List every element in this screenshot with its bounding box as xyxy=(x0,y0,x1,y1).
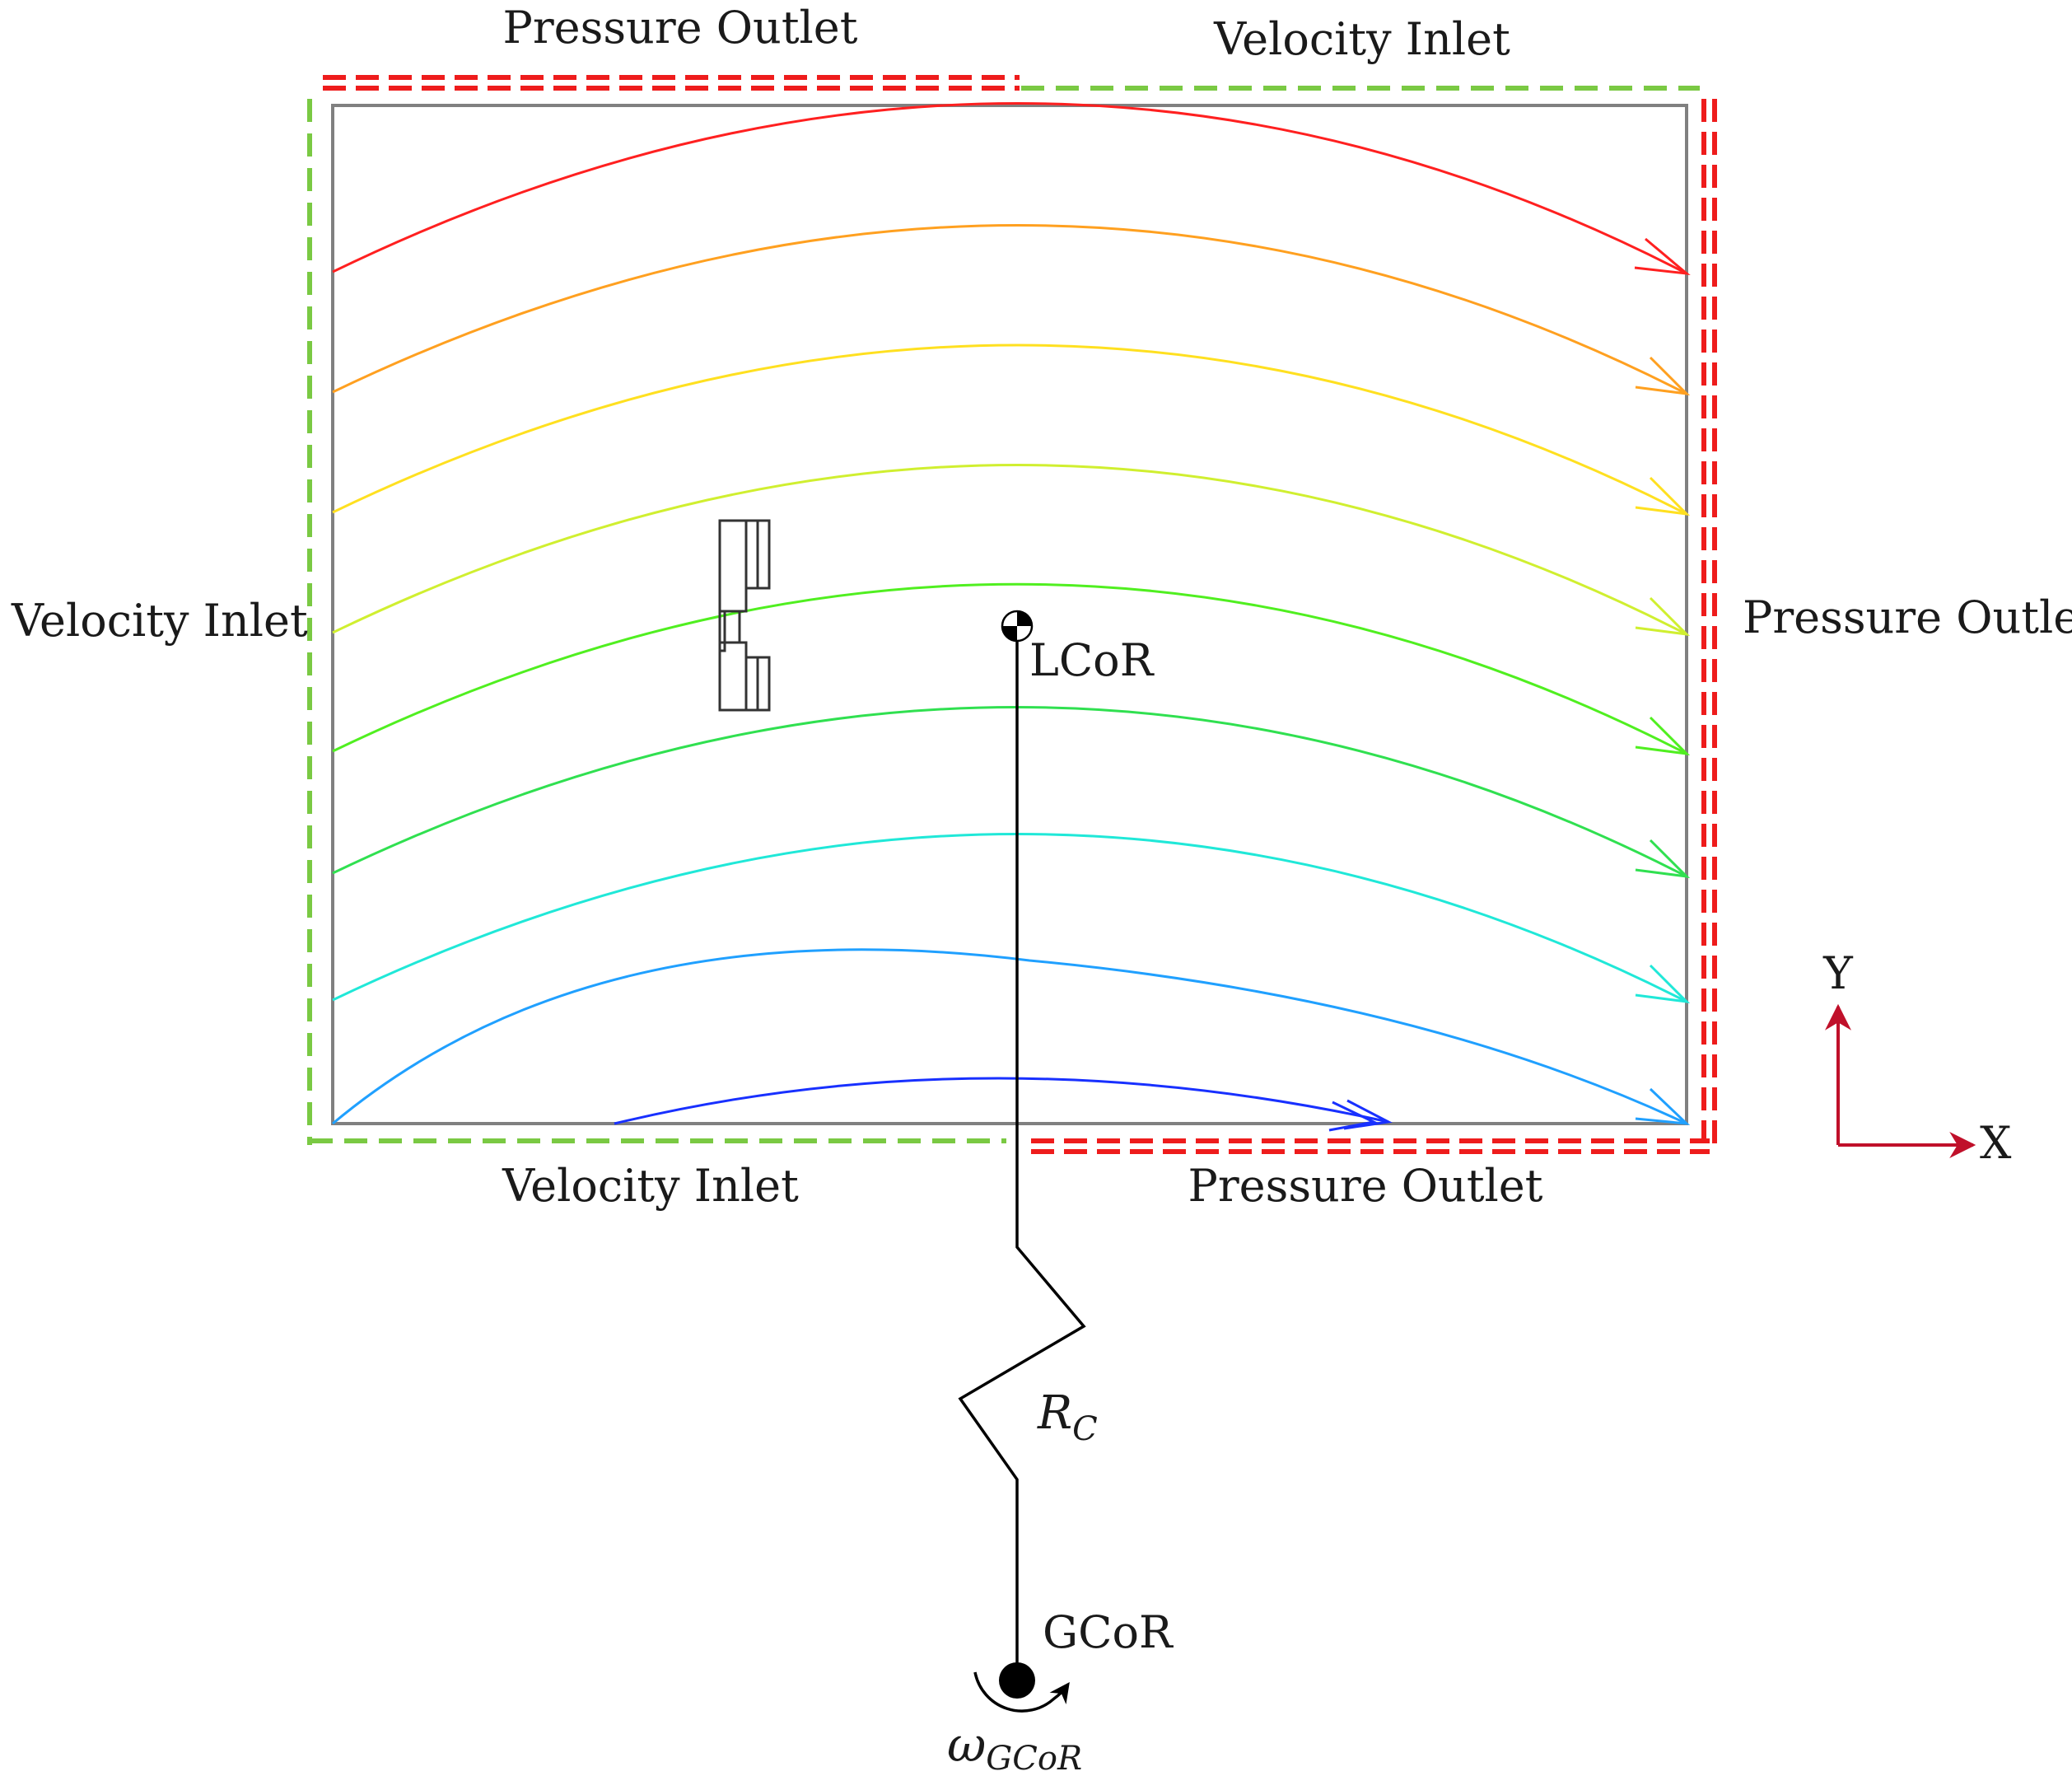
omega-rotation-arrow xyxy=(973,1671,1070,1713)
streamline-arrowheads xyxy=(1328,237,1691,1132)
lcor-marker xyxy=(1001,610,1034,643)
boundary-label-bottom-left: Velocity Inlet xyxy=(502,1160,799,1212)
gcor-marker xyxy=(999,1662,1035,1699)
omega-label: ωGCoR xyxy=(947,1717,1082,1776)
arrowhead-5 xyxy=(1635,716,1691,756)
streamline-6 xyxy=(332,706,1687,878)
streamline-3 xyxy=(332,344,1687,516)
spring-rod xyxy=(958,626,1086,1677)
streamline-7 xyxy=(332,833,1687,1003)
boundary-label-right: Pressure Outlet xyxy=(1743,591,2072,643)
x-axis-label: X xyxy=(1980,1117,2012,1169)
object-outline xyxy=(718,519,771,712)
arrowhead-3 xyxy=(1635,476,1691,516)
arrowhead-1 xyxy=(1634,237,1691,276)
rc-sub: C xyxy=(1072,1410,1098,1448)
streamline-2 xyxy=(332,224,1687,395)
arrowhead-7 xyxy=(1635,964,1691,1004)
boundary-label-top-left: Pressure Outlet xyxy=(503,2,858,54)
streamline-8 xyxy=(332,948,1687,1125)
omega-main: ω xyxy=(947,1717,986,1773)
streamline-9 xyxy=(614,1077,1389,1125)
rc-label: RC xyxy=(1037,1386,1098,1448)
streamline-5 xyxy=(332,582,1687,755)
boundary-lines xyxy=(307,75,1717,1154)
arrowhead-4 xyxy=(1635,596,1691,637)
arrowhead-8 xyxy=(1635,1087,1691,1125)
y-axis-label: Y xyxy=(1822,947,1854,999)
arrowhead-2 xyxy=(1635,356,1691,396)
streamline-4 xyxy=(332,464,1687,636)
boundary-label-top-right: Velocity Inlet xyxy=(1213,13,1510,65)
boundary-label-bottom-right: Pressure Outlet xyxy=(1188,1160,1543,1212)
rotation-linkage xyxy=(958,610,1086,1713)
boundary-label-left: Velocity Inlet xyxy=(11,595,308,647)
omega-sub: GCoR xyxy=(986,1740,1082,1776)
rc-main: R xyxy=(1037,1386,1072,1440)
streamline-1 xyxy=(332,102,1687,275)
axes-indicator: Y X xyxy=(1822,947,2012,1169)
computational-domain xyxy=(331,104,1688,1125)
streamlines xyxy=(332,102,1687,1125)
gcor-label: GCoR xyxy=(1043,1606,1174,1658)
arrowhead-6 xyxy=(1635,839,1691,879)
lcor-label: LCoR xyxy=(1029,634,1155,686)
arrowhead-9 xyxy=(1328,1099,1393,1132)
